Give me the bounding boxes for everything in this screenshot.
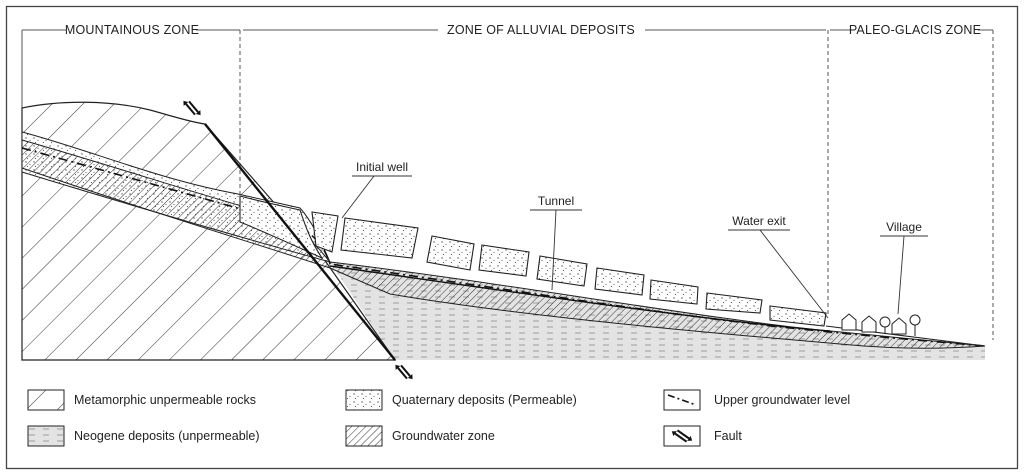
legend-label-upper-groundwater-level: Upper groundwater level [714, 393, 850, 407]
legend-item-neogene: Neogene deposits (unpermeable) [27, 425, 260, 447]
shaft-block-2 [340, 217, 419, 259]
legend-item-upper-groundwater-level: Upper groundwater level [663, 389, 850, 411]
legend-swatch-fault [663, 425, 701, 447]
legend-swatch-metamorphic [27, 389, 65, 411]
shaft-block-8 [705, 292, 763, 314]
callout-village: Village [880, 220, 928, 315]
legend: Metamorphic unpermeable rocks Neogene de… [27, 389, 850, 447]
legend-label-neogene: Neogene deposits (unpermeable) [74, 429, 260, 443]
legend-item-metamorphic: Metamorphic unpermeable rocks [27, 389, 256, 411]
legend-label-fault: Fault [714, 429, 742, 443]
house-icon-2 [861, 315, 877, 333]
fault-icon [671, 429, 693, 443]
shaft-block-6 [594, 267, 645, 296]
legend-swatch-neogene [27, 425, 65, 447]
tunnel-line [329, 265, 831, 332]
zone-title-mountainous: MOUNTAINOUS ZONE [65, 23, 199, 37]
legend-swatch-upper-groundwater-level [663, 389, 701, 411]
shaft-block-5 [536, 255, 588, 287]
metamorphic-rock-block [21, 101, 397, 361]
fault-line [204, 123, 396, 361]
callout-tunnel-label: Tunnel [538, 194, 574, 208]
legend-item-quaternary: Quaternary deposits (Permeable) [345, 389, 577, 411]
callout-village-label: Village [886, 220, 922, 234]
zone-title-alluvial: ZONE OF ALLUVIAL DEPOSITS [447, 23, 635, 37]
upper-groundwater-level-line [21, 147, 986, 347]
shaft-block-3 [426, 235, 475, 271]
callout-initial-well-label: Initial well [356, 160, 408, 174]
tree-icon-1 [879, 316, 891, 328]
shaft-block-9 [769, 305, 827, 327]
legend-swatch-groundwater-zone [345, 425, 383, 447]
house-icon-3 [891, 317, 907, 335]
shaft-block-1 [311, 211, 339, 253]
tree-icon-2 [909, 314, 921, 326]
shaft-block-7 [649, 279, 699, 305]
legend-item-groundwater-zone: Groundwater zone [345, 425, 495, 447]
zone-title-paleo-glacis: PALEO-GLACIS ZONE [849, 23, 981, 37]
callout-water-exit: Water exit [728, 214, 829, 319]
mountainous-zone-bracket [21, 29, 240, 118]
legend-swatch-quaternary [345, 389, 383, 411]
fault-arrow-icon-top [183, 100, 201, 116]
shaft-block-4 [478, 244, 530, 277]
legend-label-groundwater-zone: Groundwater zone [392, 429, 495, 443]
legend-label-metamorphic: Metamorphic unpermeable rocks [74, 393, 256, 407]
callout-water-exit-label: Water exit [732, 214, 786, 228]
legend-item-fault: Fault [663, 425, 742, 447]
callout-tunnel: Tunnel [530, 194, 582, 291]
figure-frame [5, 5, 1019, 470]
village-houses [841, 313, 921, 336]
callout-initial-well: Initial well [341, 160, 412, 219]
fault-arrow-icon-bottom [395, 364, 413, 380]
house-icon-1 [841, 313, 857, 331]
legend-label-quaternary: Quaternary deposits (Permeable) [392, 393, 577, 407]
zone-brackets [21, 29, 994, 340]
